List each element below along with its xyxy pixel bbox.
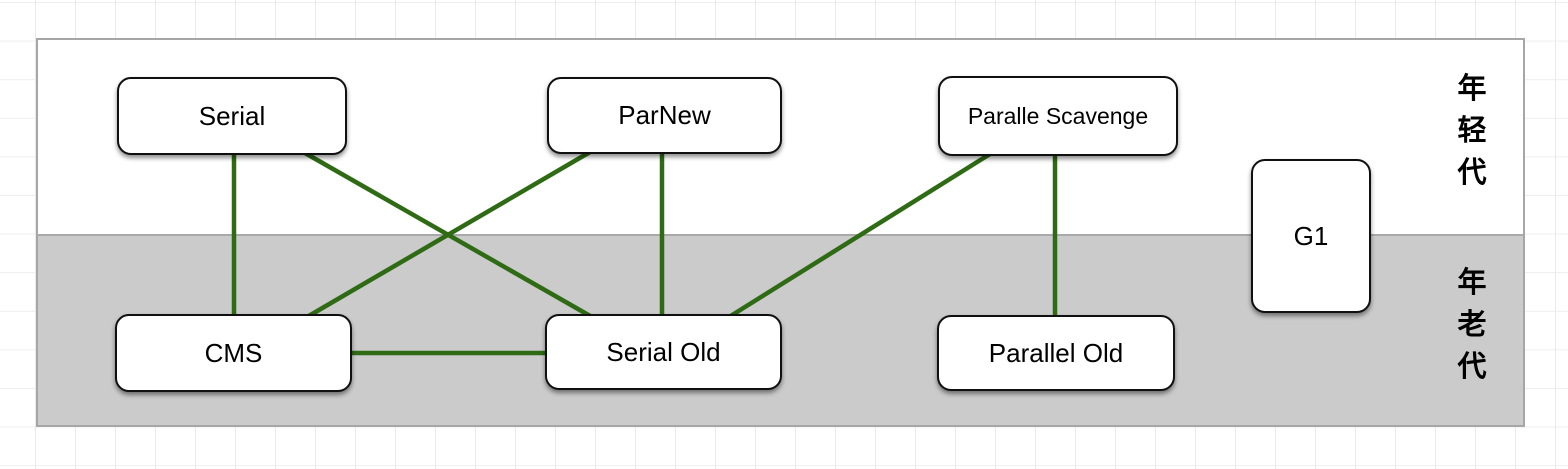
old-generation-label: 年老代	[1457, 267, 1487, 383]
node-parnew-label: ParNew	[618, 100, 711, 130]
node-parallel-old-label: Parallel Old	[988, 337, 1124, 368]
node-cms[interactable]: CMS	[115, 314, 352, 392]
node-parallel-scavenge-label: Paralle Scavenge	[967, 102, 1149, 129]
node-serial-old-label: Serial Old	[606, 336, 721, 367]
edge-parnew-cms	[305, 150, 592, 319]
gc-diagram-frame: Serial ParNew Paralle Scavenge G1 CMS Se…	[36, 38, 1525, 427]
young-generation-label: 年轻代	[1457, 73, 1487, 189]
node-g1[interactable]: G1	[1251, 159, 1371, 313]
node-parnew[interactable]: ParNew	[547, 77, 782, 154]
node-serial-old[interactable]: Serial Old	[545, 314, 782, 390]
node-serial[interactable]: Serial	[117, 77, 347, 155]
node-parallel-old[interactable]: Parallel Old	[937, 315, 1175, 391]
edges-svg	[231, 150, 1058, 356]
node-cms-label: CMS	[204, 337, 263, 368]
node-parallel-scavenge[interactable]: Paralle Scavenge	[938, 76, 1178, 156]
edge-parallel-scavenge-serial-old	[727, 152, 992, 319]
node-g1-label: G1	[1293, 220, 1329, 251]
node-serial-label: Serial	[198, 100, 266, 131]
